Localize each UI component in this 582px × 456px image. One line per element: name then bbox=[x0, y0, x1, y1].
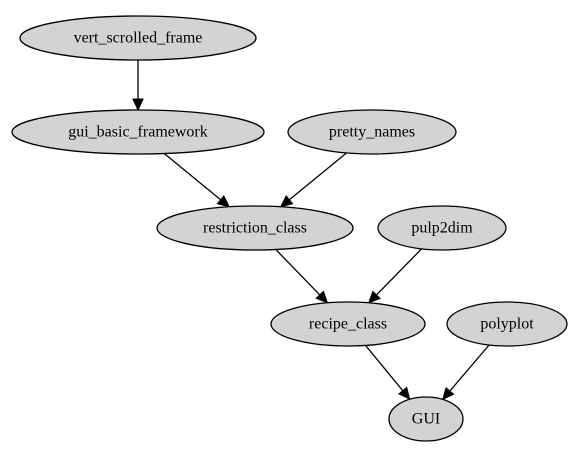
edge-line bbox=[163, 153, 222, 201]
arrowhead-icon bbox=[279, 195, 294, 208]
arrowhead-icon bbox=[216, 195, 231, 208]
node-label: polyplot bbox=[480, 316, 534, 333]
node-ellipse bbox=[377, 205, 507, 251]
node-ellipse bbox=[156, 205, 354, 251]
edge-vert_scrolled_frame-to-gui_basic_framework bbox=[132, 60, 144, 112]
edge-restriction_class-to-recipe_class bbox=[275, 249, 329, 304]
node-vert_scrolled_frame: vert_scrolled_frame bbox=[19, 15, 257, 61]
node-recipe_class: recipe_class bbox=[270, 301, 426, 347]
edge-pretty_names-to-restriction_class bbox=[279, 152, 347, 208]
arrowhead-icon bbox=[398, 386, 411, 401]
node-label: vert_scrolled_frame bbox=[74, 30, 203, 47]
arrowhead-icon bbox=[132, 98, 144, 112]
node-ellipse bbox=[388, 396, 464, 442]
node-ellipse bbox=[446, 301, 568, 347]
node-label: pulp2dim bbox=[411, 220, 473, 237]
node-gui_basic_framework: gui_basic_framework bbox=[11, 109, 265, 155]
node-ellipse bbox=[11, 109, 265, 155]
edge-gui_basic_framework-to-restriction_class bbox=[163, 153, 231, 208]
edge-polyplot-to-GUI bbox=[441, 344, 490, 401]
edge-line bbox=[365, 345, 404, 392]
edge-recipe_class-to-GUI bbox=[365, 345, 411, 401]
node-ellipse bbox=[19, 15, 257, 61]
node-label: gui_basic_framework bbox=[68, 124, 208, 141]
node-restriction_class: restriction_class bbox=[156, 205, 354, 251]
node-GUI: GUI bbox=[388, 396, 464, 442]
edge-line bbox=[275, 249, 321, 296]
node-pulp2dim: pulp2dim bbox=[377, 205, 507, 251]
edge-pulp2dim-to-recipe_class bbox=[367, 248, 423, 304]
arrowhead-icon bbox=[441, 386, 455, 401]
arrowhead-icon bbox=[315, 290, 329, 304]
node-pretty_names: pretty_names bbox=[287, 109, 457, 155]
node-label: recipe_class bbox=[309, 316, 387, 333]
node-ellipse bbox=[287, 109, 457, 155]
nodes-layer: vert_scrolled_frame gui_basic_framework pr… bbox=[11, 15, 568, 442]
edge-line bbox=[449, 344, 490, 392]
arrowhead-icon bbox=[367, 290, 381, 304]
node-label: GUI bbox=[412, 411, 440, 428]
edge-line bbox=[288, 152, 347, 201]
edges-layer bbox=[132, 60, 490, 401]
edge-line bbox=[375, 248, 423, 296]
node-ellipse bbox=[270, 301, 426, 347]
node-label: restriction_class bbox=[203, 220, 307, 237]
node-polyplot: polyplot bbox=[446, 301, 568, 347]
node-label: pretty_names bbox=[329, 124, 415, 141]
